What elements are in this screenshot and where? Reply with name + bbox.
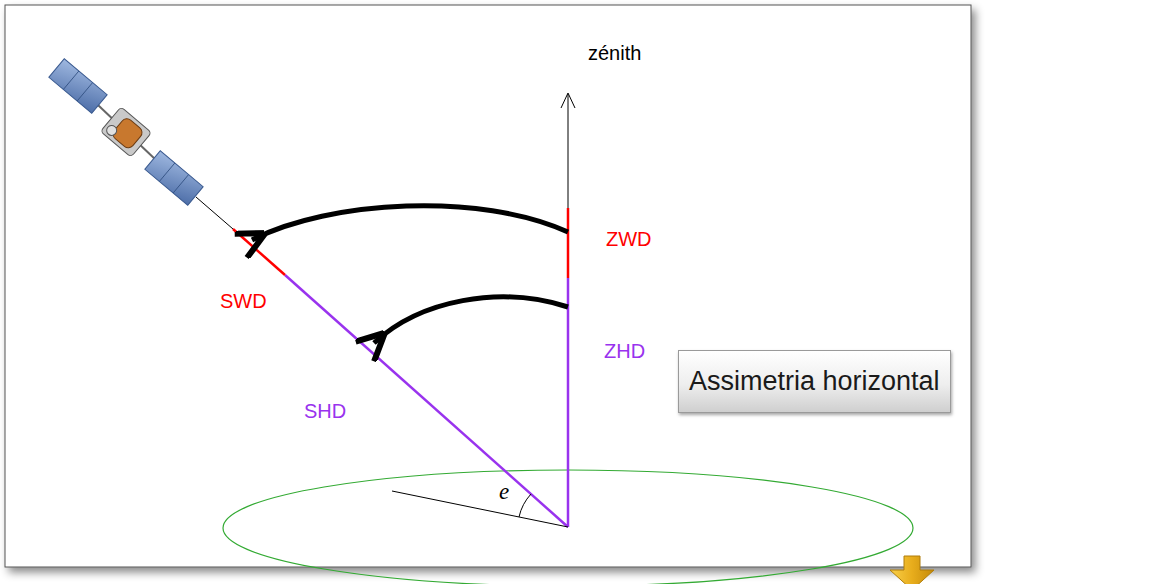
shd-label: SHD xyxy=(304,400,346,422)
horizon-line xyxy=(392,491,568,527)
shd-segment xyxy=(285,275,568,527)
zwd-label: ZWD xyxy=(606,228,652,250)
zenith-arrowhead xyxy=(561,93,575,108)
angle-label: e xyxy=(499,479,509,504)
mapping-arrow xyxy=(374,297,568,343)
satellite-icon xyxy=(49,59,203,205)
swd-label: SWD xyxy=(220,290,267,312)
callout-box: Assimetria horizontal xyxy=(678,350,951,413)
frame xyxy=(5,5,971,567)
zenith-label: zénith xyxy=(588,42,641,64)
zwd-segment xyxy=(567,208,570,278)
zhd-label: ZHD xyxy=(604,340,645,362)
slant-line xyxy=(196,197,233,229)
zenith-axis xyxy=(568,94,569,527)
mapping-arrow xyxy=(252,206,568,240)
zhd-segment xyxy=(567,278,570,527)
callout-text: Assimetria horizontal xyxy=(689,365,940,397)
down-arrow xyxy=(890,556,934,584)
angle-arc xyxy=(519,494,531,517)
